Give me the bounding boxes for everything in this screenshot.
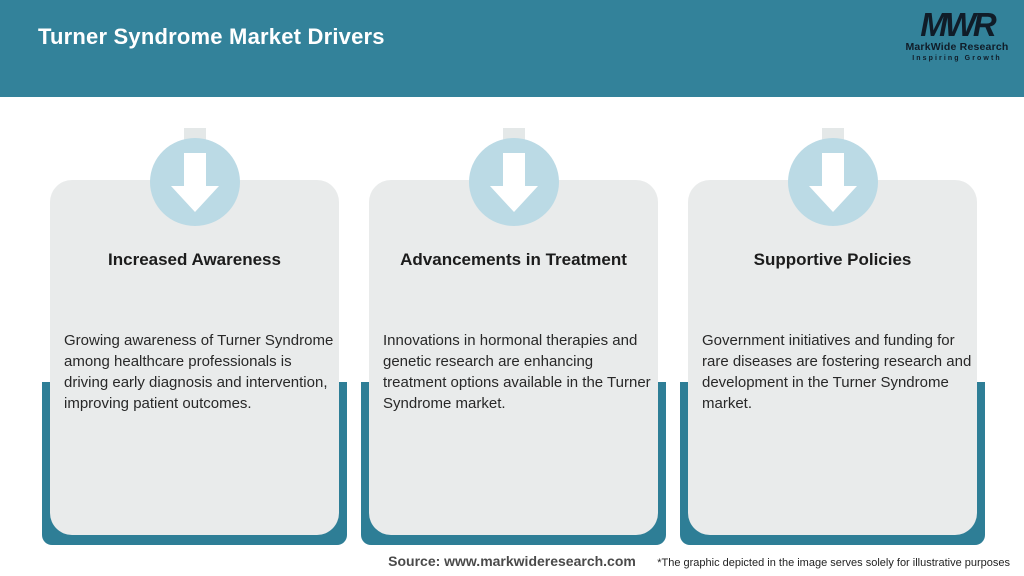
card-panel: Advancements in Treatment Innovations in…	[369, 180, 658, 535]
card-title: Advancements in Treatment	[400, 250, 627, 269]
logo-brand-name: MarkWide Research	[905, 41, 1009, 53]
card-body: Government initiatives and funding for r…	[702, 332, 972, 412]
card-body: Innovations in hormonal therapies and ge…	[383, 332, 651, 412]
arrow-down-icon	[787, 138, 878, 226]
logo-tagline: Inspiring Growth	[912, 55, 1002, 62]
card-title: Supportive Policies	[753, 250, 912, 269]
arrow-down-icon	[149, 138, 240, 226]
page-title: Turner Syndrome Market Drivers	[38, 24, 385, 49]
header-bar: Turner Syndrome Market Drivers MWR MarkW…	[0, 0, 1024, 97]
arrow-down-glyph	[170, 153, 219, 212]
driver-card-supportive-policies: Supportive Policies Government initiativ…	[680, 127, 985, 545]
mwr-monogram-icon: MWR	[920, 6, 996, 43]
driver-card-advancements-in-treatment: Advancements in Treatment Innovations in…	[361, 127, 666, 545]
arrow-down-glyph	[489, 153, 538, 212]
driver-card-increased-awareness: Increased Awareness Growing awareness of…	[42, 127, 347, 545]
arrow-down-icon	[468, 138, 559, 226]
card-title: Increased Awareness	[108, 250, 281, 269]
card-body: Growing awareness of Turner Syndrome amo…	[64, 332, 334, 412]
arrow-down-glyph	[808, 153, 857, 212]
card-panel: Supportive Policies Government initiativ…	[688, 180, 977, 535]
markwide-logo: MWR MarkWide Research Inspiring Growth	[902, 8, 1012, 63]
card-panel: Increased Awareness Growing awareness of…	[50, 180, 339, 535]
source-text: Source: www.markwideresearch.com	[388, 553, 636, 569]
disclaimer-text: *The graphic depicted in the image serve…	[657, 557, 1010, 569]
